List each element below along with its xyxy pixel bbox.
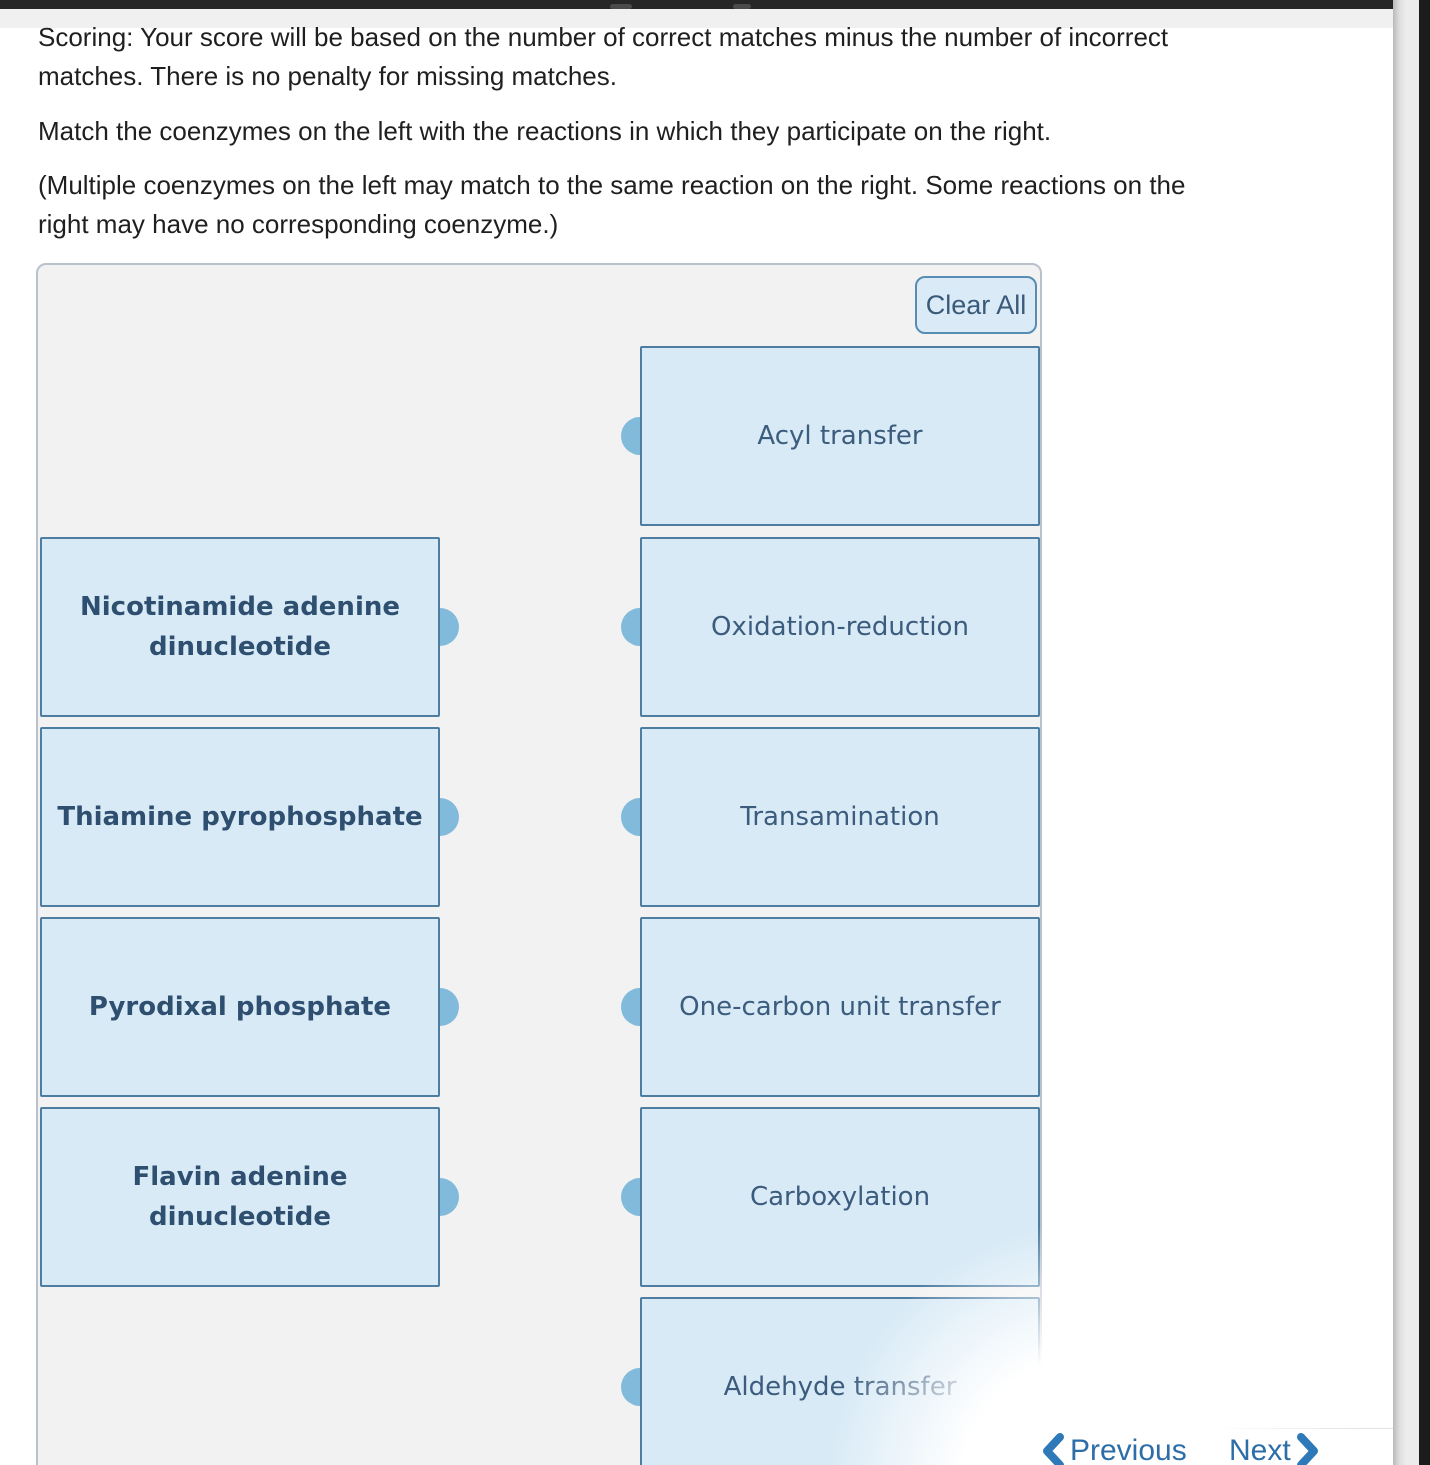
reaction-box-aldehyde-transfer[interactable]: Aldehyde transfer — [621, 1297, 1040, 1465]
clear-all-label: Clear All — [925, 289, 1027, 320]
reaction-box-oxidation-reduction[interactable]: Oxidation-reduction — [621, 537, 1040, 717]
clear-all-button[interactable]: Clear All — [915, 276, 1037, 334]
scoring-line-2: matches. There is no penalty for missing… — [38, 61, 617, 91]
note-line-1: (Multiple coenzymes on the left may matc… — [38, 170, 1186, 200]
scoring-line-1: Scoring: Your score will be based on the… — [38, 22, 1169, 52]
note-line-2: right may have no corresponding coenzyme… — [38, 209, 559, 239]
match-paragraph: Match the coenzymes on the left with the… — [38, 112, 1051, 151]
coenzyme-label: Nicotinamide adenine — [80, 592, 400, 622]
reaction-label: One-carbon unit transfer — [679, 992, 1001, 1022]
coenzyme-label: dinucleotide — [149, 1202, 331, 1232]
coenzyme-box-flavin-adenine-dinucleotide[interactable]: Flavin adenine dinucleotide — [40, 1107, 459, 1287]
note-paragraph: (Multiple coenzymes on the left may matc… — [38, 166, 1185, 244]
scoring-paragraph: Scoring: Your score will be based on the… — [38, 18, 1168, 96]
reaction-label: Carboxylation — [749, 1182, 931, 1212]
window-top-bar — [0, 0, 1393, 9]
reaction-label: Aldehyde transfer — [723, 1372, 957, 1402]
coenzyme-label: dinucleotide — [149, 632, 331, 662]
coenzyme-label: Pyrodixal phosphate — [88, 992, 392, 1022]
coenzyme-box-thiamine-pyrophosphate[interactable]: Thiamine pyrophosphate — [40, 727, 459, 907]
vertical-scrollbar[interactable] — [1393, 0, 1419, 1465]
chevron-right-icon — [1296, 1433, 1318, 1465]
reaction-label: Oxidation-reduction — [711, 612, 969, 642]
reaction-label: Acyl transfer — [757, 421, 923, 451]
reaction-box-one-carbon-unit-transfer[interactable]: One-carbon unit transfer — [621, 917, 1040, 1097]
match-line: Match the coenzymes on the left with the… — [38, 116, 1052, 146]
reaction-box-carboxylation[interactable]: Carboxylation — [621, 1107, 1040, 1287]
coenzyme-label: Flavin adenine — [132, 1162, 348, 1192]
next-label: Next — [1229, 1434, 1291, 1465]
reaction-label: Transamination — [740, 802, 940, 832]
chevron-left-icon — [1043, 1433, 1064, 1465]
coenzyme-box-pyrodixal-phosphate[interactable]: Pyrodixal phosphate — [40, 917, 459, 1097]
footer-divider — [1045, 1428, 1393, 1429]
window-right-edge — [1419, 0, 1430, 1465]
reaction-box-transamination[interactable]: Transamination — [621, 727, 1040, 907]
reaction-box-acyl-transfer[interactable]: Acyl transfer — [621, 346, 1040, 526]
coenzyme-box-nicotinamide-adenine-dinucleotide[interactable]: Nicotinamide adenine dinucleotide — [40, 537, 459, 717]
coenzyme-label: Thiamine pyrophosphate — [57, 802, 423, 832]
previous-label: Previous — [1070, 1434, 1187, 1465]
previous-button[interactable]: Previous — [1041, 1433, 1187, 1465]
next-button[interactable]: Next — [1229, 1433, 1320, 1465]
